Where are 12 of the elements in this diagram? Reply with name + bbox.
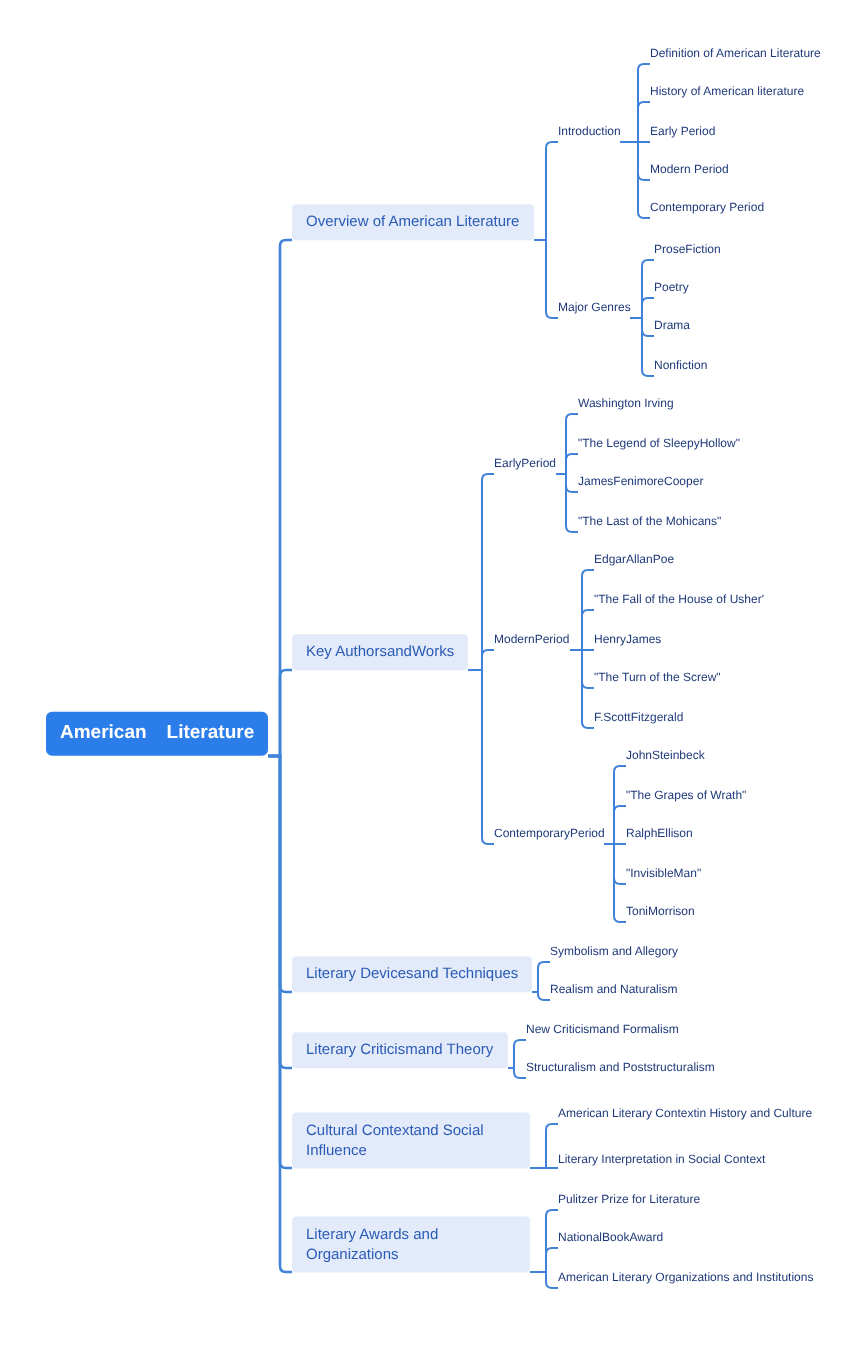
connector-line (507, 1039, 527, 1069)
connector-line (531, 961, 551, 993)
connector-line (569, 649, 595, 729)
connector-line (555, 473, 579, 533)
connector-line (507, 1067, 527, 1079)
connector-line (529, 1167, 559, 1169)
connector-line (529, 1271, 559, 1289)
connector-line (619, 141, 651, 219)
connector-line (629, 317, 655, 377)
connector-line (531, 991, 551, 1001)
root-topic-box: American Literature (46, 711, 269, 757)
connector-line (603, 843, 627, 923)
